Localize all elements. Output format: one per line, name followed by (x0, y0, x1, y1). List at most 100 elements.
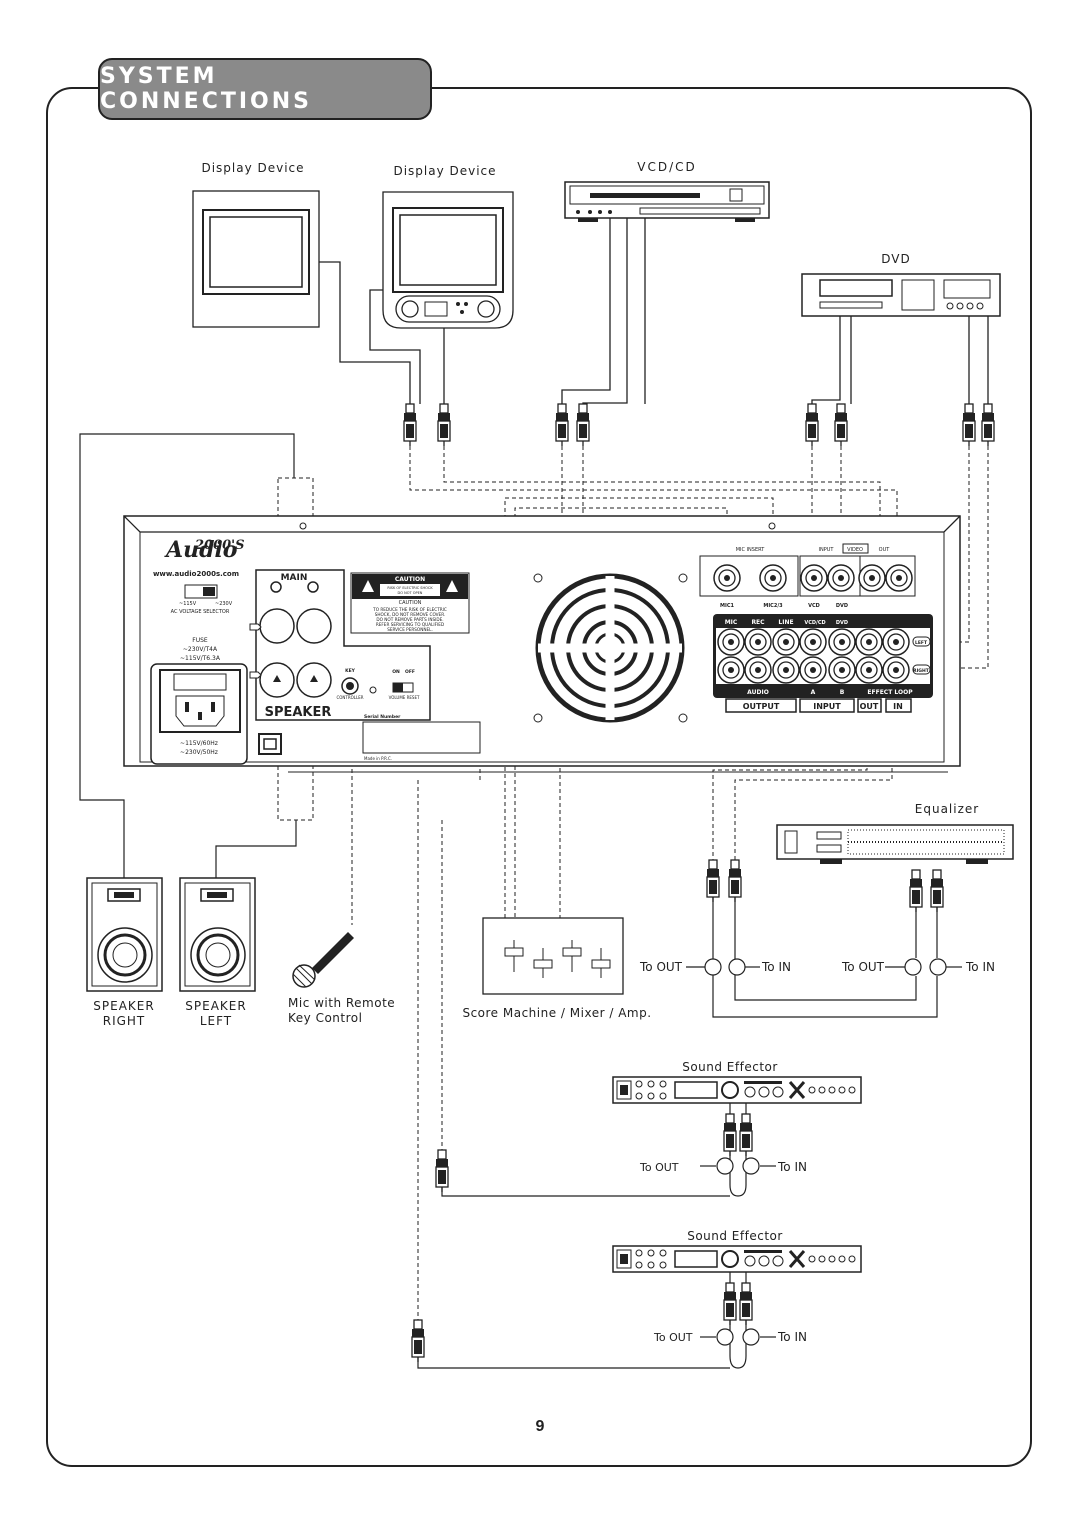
fx1-rca-plugs (435, 1113, 753, 1193)
caution-head: CAUTION (395, 576, 425, 583)
display-device-1 (192, 190, 320, 328)
main-label: MAIN (281, 573, 308, 583)
fuse-115: ~115V/T6.3A (180, 655, 221, 662)
caution-l1: TO REDUCE THE RISK OF ELECTRIC (372, 607, 447, 612)
eq-cables (686, 892, 962, 1018)
caution-l2: SHOCK, DO NOT REMOVE COVER. (375, 612, 446, 617)
eq-rca-plugs (706, 859, 944, 913)
out-box: OUT (860, 702, 879, 711)
equalizer-label: Equalizer (915, 802, 979, 816)
power-230: ~230V/50Hz (180, 749, 218, 756)
controller-label: CONTROLLER (336, 695, 363, 700)
mic-label-2: Key Control (288, 1011, 362, 1025)
page-frame (46, 87, 1032, 1467)
mic-label-1: Mic with Remote (288, 996, 395, 1010)
fx2-to-in: To IN (777, 1330, 807, 1344)
fx2-to-out: To OUT (653, 1331, 693, 1344)
caution-l3: DO NOT REMOVE PARTS INSIDE. (376, 617, 443, 622)
input-box: INPUT (813, 702, 841, 711)
speaker-right (86, 877, 163, 992)
bar-line: LINE (778, 619, 793, 626)
b-label: B (840, 689, 845, 696)
fx1-to-out: To OUT (639, 1161, 679, 1174)
source-rca-plugs (403, 403, 995, 447)
score-machine (482, 917, 624, 995)
sound-effector-1-label: Sound Effector (682, 1060, 778, 1074)
ac-selector-label: AC VOLTAGE SELECTOR (171, 609, 230, 615)
serial-label: Serial Number (364, 714, 401, 720)
microphone (292, 932, 354, 988)
key-label: KEY (345, 668, 356, 674)
speaker-panel-label: SPEAKER (265, 705, 332, 720)
eq-to-out-1: To OUT (639, 960, 683, 974)
caution-l5: SERVICE PERSONNEL. (387, 627, 433, 632)
display-device-2-label: Display Device (393, 164, 496, 178)
dvd-player (801, 273, 1001, 317)
eq-to-out-2: To OUT (841, 960, 885, 974)
audio-label: AUDIO (747, 689, 769, 696)
fx2-rca-plugs (411, 1282, 753, 1363)
brand-url: www.audio2000s.com (153, 570, 239, 578)
on-label: ON (392, 669, 400, 675)
off-label: OFF (405, 669, 415, 675)
speaker-wires (79, 433, 297, 878)
equalizer (776, 824, 1014, 864)
fuse-label: FUSE (192, 637, 208, 644)
fx2-jack-symbols (716, 1328, 760, 1346)
fx1-to-in: To IN (777, 1160, 807, 1174)
caution-sub1: RISK OF ELECTRIC SHOCK (387, 586, 433, 590)
a-label: A (811, 689, 816, 696)
caution-sub2: DO NOT OPEN (398, 591, 423, 595)
dvd-label: DVD (881, 252, 910, 266)
video-out-label: OUT (879, 547, 891, 553)
title-tab: SYSTEM CONNECTIONS (98, 58, 432, 120)
vcd-label: VCD/CD (637, 160, 697, 174)
brand-script: Audio (164, 537, 237, 563)
bar-rec: REC (751, 619, 765, 626)
brand-name: 2000'S (194, 538, 245, 553)
mic1-label: MIC1 (720, 603, 735, 609)
display-device-1-label: Display Device (201, 161, 304, 175)
vcd-player (564, 181, 770, 222)
made-in-label: Made in P.R.C. (364, 756, 392, 761)
volt-115: ~115V (179, 601, 197, 607)
in-box: IN (893, 702, 903, 711)
bar-mic: MIC (725, 619, 738, 626)
volt-230: ~230V (215, 601, 233, 607)
score-machine-label: Score Machine / Mixer / Amp. (462, 1006, 651, 1020)
fx1-jack-symbols (716, 1157, 760, 1175)
eq-to-in-1: To IN (761, 960, 791, 974)
page-title: SYSTEM CONNECTIONS (100, 64, 312, 114)
speaker-left-label-2: LEFT (200, 1014, 232, 1028)
display-device-2 (382, 191, 514, 329)
page-number: 9 (536, 1418, 545, 1435)
sound-effector-1 (612, 1076, 862, 1104)
caution-2: CAUTION (399, 600, 422, 606)
caution-l4: REFER SERVICING TO QUALIFIED (376, 622, 444, 627)
vcd-jack-label: VCD (808, 603, 820, 609)
sound-effector-2 (612, 1245, 862, 1273)
bar-dvd: DVD (836, 620, 848, 626)
speaker-right-label-2: RIGHT (103, 1014, 146, 1028)
sound-effector-2-label: Sound Effector (687, 1229, 783, 1243)
speaker-left (179, 877, 256, 992)
bar-vcdcd: VCD/CD (804, 620, 825, 626)
power-115: ~115V/60Hz (180, 740, 218, 747)
video-label: VIDEO (847, 547, 863, 553)
output-box: OUTPUT (743, 702, 780, 711)
input-label: INPUT (819, 547, 835, 553)
fx2-cables (417, 1272, 776, 1369)
dvd-jack-label: DVD (836, 603, 848, 609)
left-label: LEFT (915, 640, 928, 646)
volume-reset-label: VOLUME RESET (389, 695, 420, 700)
right-label: RIGHT (913, 668, 930, 674)
effect-loop-label: EFFECT LOOP (867, 689, 913, 696)
amplifier-rear-panel: Audio 2000'S www.audio2000s.com ~115V ~2… (123, 515, 961, 773)
speaker-right-label-1: SPEAKER (93, 999, 154, 1013)
mic23-label: MIC2/3 (763, 603, 783, 609)
eq-to-in-2: To IN (965, 960, 995, 974)
mic-insert-label: MIC INSERT (736, 547, 766, 553)
eq-jack-symbols (704, 958, 947, 976)
source-cables (319, 218, 989, 404)
